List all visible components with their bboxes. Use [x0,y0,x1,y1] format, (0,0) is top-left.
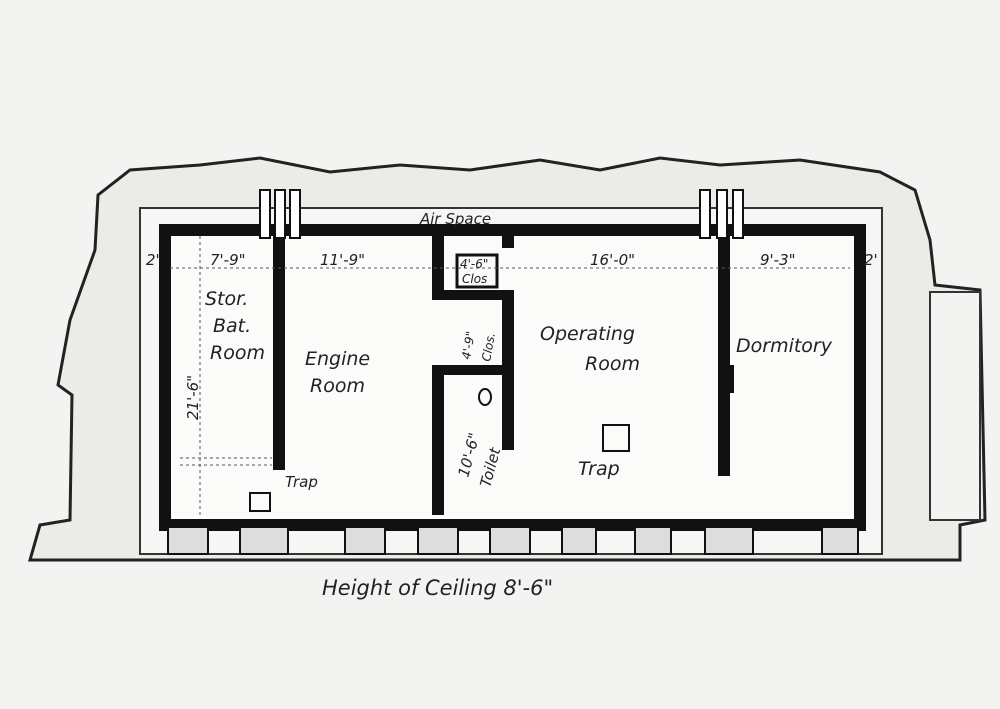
room-storage-battery: Stor. Bat. Room [205,288,265,364]
ceiling-height-caption: Height of Ceiling 8'-6" [322,576,553,600]
right-void [929,291,981,521]
room-label-line: Room [585,353,640,375]
width-storage-battery: 7'-9" [210,251,246,269]
room-label-line: Room [210,342,265,364]
room-dormitory: Dormitory [736,335,833,357]
room-engine: Engine Room [305,348,370,397]
width-operating: 16'-0" [590,251,635,269]
room-label-line: Room [310,375,365,397]
room-label-line: Bat. [213,315,251,337]
trap-hatch-1 [249,492,271,512]
toilet-fixture [478,388,492,406]
depth-label: 21'-6" [184,375,202,420]
room-label-line: Stor. [205,288,248,310]
room-label-line: Engine [305,348,370,370]
air-space-label: Air Space [419,210,491,228]
trap-label-1: Trap [285,473,318,491]
interior-walls [273,236,734,515]
width-engine: 11'-9" [320,251,365,269]
room-label-line: 4'-9" [459,330,478,360]
room-label-line: 4'-6" [460,257,488,271]
clearance-right-label: 2' [864,251,878,269]
room-label-line: Operating [540,323,635,345]
room-closet-1: 4'-6" Clos [460,257,488,286]
trap-hatch-2 [602,424,630,452]
clearance-left-label: 2' [146,251,160,269]
trap-label-2: Trap [578,458,620,480]
room-operating: Operating Room [540,323,640,375]
width-dormitory: 9'-3" [760,251,796,269]
room-label-line: Clos [462,272,487,286]
room-label-line: Clos. [479,331,498,362]
vent-pipes [259,189,744,239]
closet-box [455,253,499,289]
foundation-blocks [167,526,859,555]
room-closet-2: 4'-9" Clos. [459,330,498,362]
